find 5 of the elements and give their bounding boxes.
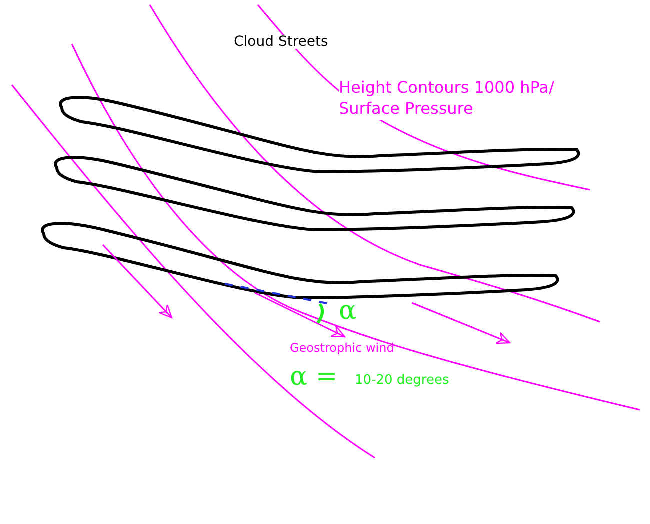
angle-symbol: α [339, 298, 357, 324]
wind-label: Geostrophic wind [290, 342, 394, 354]
angle-symbol: α = [290, 364, 338, 390]
angle-value-label: 10-20 degrees [355, 374, 450, 387]
title-label: Cloud Streets [234, 35, 328, 49]
